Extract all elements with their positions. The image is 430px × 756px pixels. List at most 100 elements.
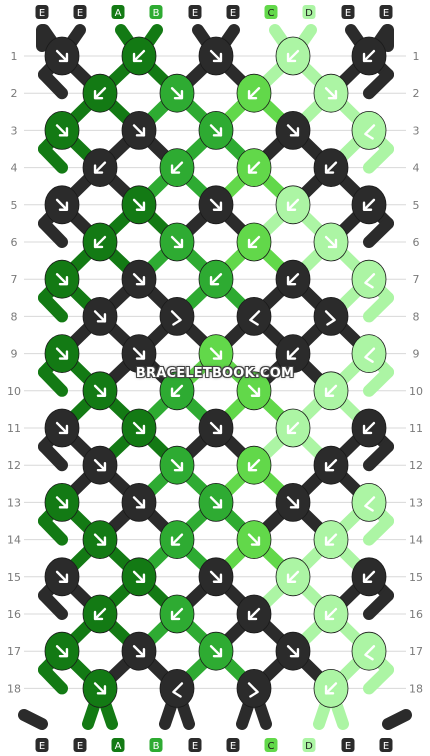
knot-direction-arrow-icon bbox=[55, 273, 69, 286]
row-number-left: 5 bbox=[11, 199, 18, 212]
knot bbox=[159, 520, 195, 559]
row-number-left: 11 bbox=[7, 422, 21, 435]
string-label-badge bbox=[341, 738, 355, 752]
knot-direction-arrow-icon bbox=[362, 570, 376, 583]
knot-direction-arrow-icon bbox=[247, 235, 261, 249]
string-label-badge bbox=[149, 738, 163, 752]
string-label-text: E bbox=[230, 8, 236, 19]
string-label-badge bbox=[35, 738, 49, 752]
thread-segment bbox=[363, 515, 394, 546]
row-number-left: 13 bbox=[7, 496, 21, 509]
knot-direction-arrow-icon bbox=[209, 496, 223, 509]
thread-segment bbox=[18, 709, 48, 730]
knot-direction-arrow-icon bbox=[93, 235, 107, 249]
knot bbox=[313, 222, 349, 262]
knot bbox=[159, 296, 195, 336]
knot bbox=[236, 73, 272, 113]
row-number-right: 3 bbox=[413, 124, 420, 137]
knot-direction-arrow-icon bbox=[209, 645, 223, 658]
knot bbox=[121, 36, 157, 76]
string-label-text: E bbox=[192, 741, 198, 752]
row-number-right: 4 bbox=[413, 162, 420, 175]
row-number-right: 7 bbox=[413, 273, 420, 286]
knot bbox=[351, 110, 387, 150]
thread-segment bbox=[38, 291, 68, 323]
knot-direction-arrow-icon bbox=[55, 421, 69, 435]
knot-direction-arrow-icon bbox=[324, 459, 338, 472]
thread-segment bbox=[38, 143, 68, 174]
string-label-badge bbox=[226, 738, 240, 752]
knot bbox=[198, 259, 234, 299]
knot-direction-arrow-icon bbox=[364, 124, 376, 140]
string-label-badge bbox=[379, 5, 393, 19]
row-number-left: 9 bbox=[11, 348, 18, 361]
knot bbox=[159, 222, 195, 262]
string-label: E bbox=[379, 5, 393, 19]
string-label-text: D bbox=[305, 741, 313, 752]
knot bbox=[313, 594, 349, 634]
knot-direction-arrow-icon bbox=[362, 198, 376, 211]
row-number-right: 6 bbox=[413, 236, 420, 249]
string-label: D bbox=[302, 738, 316, 752]
thread-segment bbox=[38, 515, 68, 546]
string-label-badge bbox=[73, 5, 87, 19]
knot-direction-arrow-icon bbox=[247, 459, 261, 472]
string-label: E bbox=[341, 738, 355, 752]
row-number-left: 14 bbox=[7, 534, 21, 547]
knot bbox=[313, 520, 349, 559]
string-label: E bbox=[73, 738, 87, 752]
knot bbox=[44, 631, 80, 671]
string-label: A bbox=[111, 5, 125, 19]
knot-direction-arrow-icon bbox=[132, 273, 146, 286]
knot-direction-arrow-icon bbox=[286, 496, 300, 509]
knot-direction-arrow-icon bbox=[209, 570, 223, 583]
knot bbox=[198, 631, 234, 671]
row-number-right: 13 bbox=[409, 496, 423, 509]
knot-direction-arrow-icon bbox=[324, 161, 338, 174]
string-label-badge bbox=[35, 5, 49, 19]
knot bbox=[236, 594, 272, 634]
string-label-text: E bbox=[383, 8, 389, 19]
thread-segment bbox=[363, 291, 394, 323]
knot bbox=[236, 296, 272, 336]
string-label: E bbox=[188, 738, 202, 752]
knot-direction-arrow-icon bbox=[209, 421, 223, 435]
knot bbox=[275, 334, 311, 374]
knot bbox=[82, 669, 118, 708]
knot-direction-arrow-icon bbox=[170, 607, 184, 621]
row-number-left: 18 bbox=[7, 682, 21, 695]
thread-segment bbox=[38, 217, 68, 248]
string-label-badge bbox=[264, 738, 278, 752]
row-number-left: 15 bbox=[7, 571, 21, 584]
knot bbox=[198, 36, 234, 76]
knot-direction-arrow-icon bbox=[247, 161, 261, 174]
thread-segment bbox=[382, 709, 412, 730]
knot-direction-arrow-icon bbox=[170, 384, 184, 397]
knot bbox=[44, 482, 80, 522]
string-label-badge bbox=[341, 5, 355, 19]
knot-direction-arrow-icon bbox=[55, 198, 69, 211]
knot-direction-arrow-icon bbox=[170, 235, 184, 249]
knot-direction-arrow-icon bbox=[249, 310, 261, 326]
knot bbox=[313, 148, 349, 188]
knot-direction-arrow-icon bbox=[286, 49, 300, 63]
knot-direction-arrow-icon bbox=[170, 310, 182, 326]
knot-direction-arrow-icon bbox=[247, 607, 261, 621]
row-number-right: 10 bbox=[409, 385, 423, 398]
knot-direction-arrow-icon bbox=[170, 87, 184, 100]
knot bbox=[275, 482, 311, 522]
knot-direction-arrow-icon bbox=[286, 570, 300, 583]
knot-direction-arrow-icon bbox=[286, 124, 300, 137]
knot bbox=[198, 482, 234, 522]
row-number-right: 18 bbox=[409, 682, 423, 695]
knot bbox=[82, 594, 118, 634]
string-label-badge bbox=[188, 738, 202, 752]
thread-segment bbox=[363, 366, 394, 397]
knot-direction-arrow-icon bbox=[364, 496, 376, 512]
knot bbox=[121, 185, 157, 225]
knot-direction-arrow-icon bbox=[324, 310, 336, 326]
knot-direction-arrow-icon bbox=[286, 198, 300, 211]
knot bbox=[198, 557, 234, 597]
knot bbox=[236, 520, 272, 559]
